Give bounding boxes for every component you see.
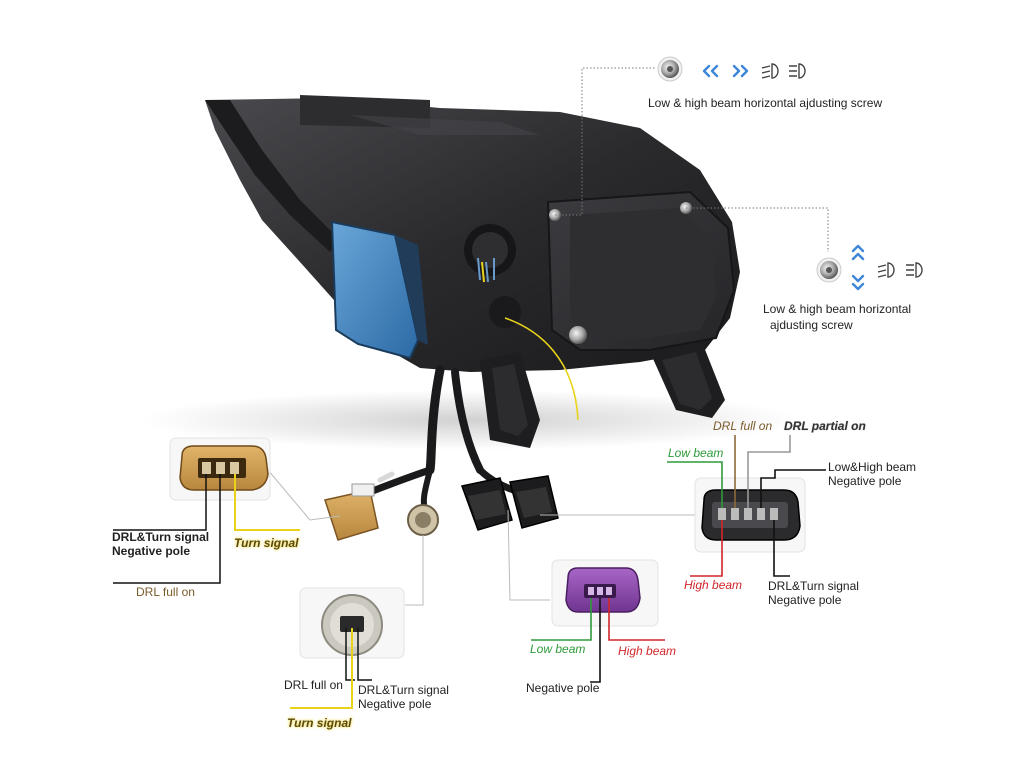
high-beam-icon bbox=[789, 63, 806, 79]
screw-right-group bbox=[816, 244, 923, 291]
right-lh-neg-label-line1: Low&High beam bbox=[828, 460, 917, 474]
harness-tan-connector bbox=[324, 483, 379, 541]
right-low-beam-label: Low beam bbox=[668, 446, 724, 460]
right-screw-label-line1: Low & high beam horizontal bbox=[763, 302, 912, 316]
chevron-left-icon bbox=[702, 64, 711, 78]
left-neg-label-line2: Negative pole bbox=[112, 544, 191, 558]
harness-black-connector-1 bbox=[460, 477, 513, 531]
round-connector-callout bbox=[290, 587, 405, 709]
right-drl-full-label: DRL full on bbox=[713, 419, 773, 433]
harness-round-connector bbox=[407, 504, 439, 536]
round-neg-label-line2: Negative pole bbox=[358, 697, 432, 711]
purple-high-beam-label: High beam bbox=[618, 644, 677, 658]
round-neg-label-line1: DRL&Turn signal bbox=[358, 683, 449, 697]
left-neg-label-line1: DRL&Turn signal bbox=[112, 530, 210, 544]
right-lh-neg-label-line2: Negative pole bbox=[828, 474, 902, 488]
right-connector-callout bbox=[667, 435, 826, 577]
floor-shadow bbox=[140, 390, 800, 450]
low-beam-icon bbox=[877, 262, 895, 278]
chevron-up-icon bbox=[851, 244, 865, 253]
right-drlturn-label-line1: DRL&Turn signal bbox=[768, 579, 859, 593]
low-beam-icon bbox=[761, 63, 779, 79]
chevron-down-icon bbox=[851, 274, 865, 283]
connector-leader-lines bbox=[267, 469, 695, 606]
left-connector-callout bbox=[113, 437, 300, 584]
screw-leader-lines bbox=[555, 67, 829, 252]
purple-connector-callout bbox=[531, 559, 665, 683]
top-screw-label: Low & high beam horizontal ajdusting scr… bbox=[648, 96, 883, 110]
right-high-beam-label: High beam bbox=[684, 578, 743, 592]
right-drlturn-label-line2: Negative pole bbox=[768, 593, 842, 607]
screw-top-row bbox=[657, 56, 806, 82]
round-drl-label: DRL full on bbox=[284, 678, 343, 692]
high-beam-icon bbox=[906, 262, 923, 278]
headlight-housing bbox=[205, 95, 740, 448]
chevron-right-icon bbox=[732, 64, 741, 78]
harness-black-connector-2 bbox=[509, 475, 559, 529]
purple-low-beam-label: Low beam bbox=[530, 642, 586, 656]
right-screw-label-line2: ajdusting screw bbox=[770, 318, 853, 332]
purple-neg-label: Negative pole bbox=[526, 681, 600, 695]
right-drl-partial-label: DRL partial on bbox=[784, 419, 866, 433]
round-turn-label: Turn signal bbox=[287, 716, 352, 730]
left-turn-label: Turn signal bbox=[234, 536, 299, 550]
left-drl-label: DRL full on bbox=[136, 585, 195, 599]
